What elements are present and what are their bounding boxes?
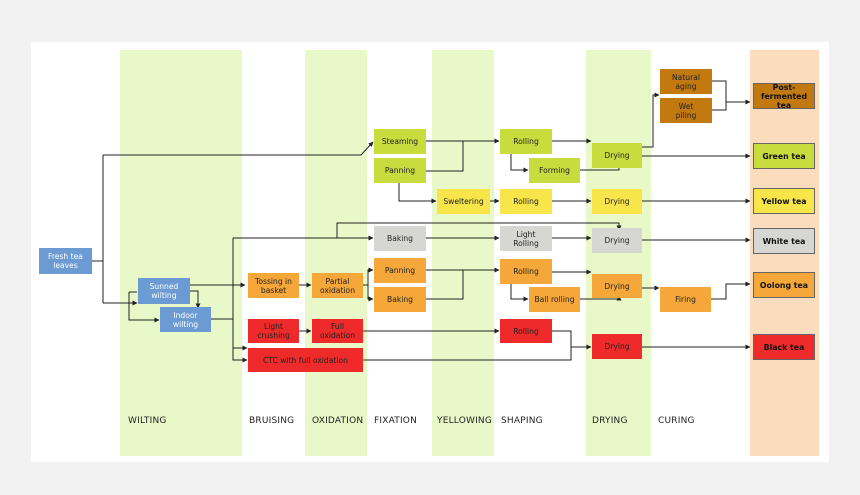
node-sweltering: Sweltering xyxy=(437,189,490,214)
result-white-tea: White tea xyxy=(753,228,815,254)
node-drying-white: Drying xyxy=(592,228,642,253)
stage-label-wilting: WILTING xyxy=(128,416,167,426)
node-sunned-wilting: Sunned wilting xyxy=(138,278,190,304)
node-light-rolling: Light Rolling xyxy=(500,226,552,251)
node-panning-oolong: Panning xyxy=(374,258,426,283)
node-rolling-green: Rolling xyxy=(500,129,552,154)
node-drying-black: Drying xyxy=(592,334,642,359)
result-oolong-tea: Oolong tea xyxy=(753,272,815,298)
stage-label-fixation: FIXATION xyxy=(374,416,418,426)
node-fresh-tea-leaves: Fresh tea leaves xyxy=(39,248,92,274)
stage-label-yellowing: YELLOWING xyxy=(437,416,493,426)
node-rolling-yellow: Rolling xyxy=(500,189,552,214)
node-full-oxidation: Full oxidation xyxy=(312,319,363,343)
stage-label-bruising: BRUISING xyxy=(249,416,295,426)
node-drying-oolong: Drying xyxy=(592,274,642,298)
node-natural-aging: Natural aging xyxy=(660,69,712,94)
tea-processing-diagram: Fresh tea leaves Sunned wilting Indoor w… xyxy=(31,42,829,462)
node-indoor-wilting: Indoor wilting xyxy=(160,307,211,332)
node-ctc-full-oxidation: CTC with full oxidation xyxy=(248,348,363,372)
node-ball-rolling: Ball rolling xyxy=(529,287,580,312)
node-drying-yellow: Drying xyxy=(592,189,642,214)
result-yellow-tea: Yellow tea xyxy=(753,188,815,214)
result-post-fermented-tea: Post- fermented tea xyxy=(753,83,815,110)
node-partial-oxidation: Partial oxidation xyxy=(312,273,363,298)
node-forming: Forming xyxy=(529,158,580,183)
node-light-crushing: Light crushing xyxy=(248,319,299,343)
band-wilting xyxy=(120,50,242,456)
band-drying xyxy=(586,50,651,456)
node-rolling-oolong: Rolling xyxy=(500,259,552,284)
node-steaming: Steaming xyxy=(374,129,426,154)
node-firing: Firing xyxy=(660,287,711,312)
node-rolling-black: Rolling xyxy=(500,319,552,343)
band-oxidation xyxy=(305,50,367,456)
stage-label-oxidation: OXIDATION xyxy=(312,416,364,426)
band-yellowing xyxy=(432,50,494,456)
node-drying-green: Drying xyxy=(592,143,642,168)
stage-label-curing: CURING xyxy=(658,416,695,426)
stage-label-drying: DRYING xyxy=(592,416,628,426)
node-tossing-in-basket: Tossing in basket xyxy=(248,273,299,298)
node-baking-oolong: Baking xyxy=(374,287,426,312)
node-baking-white: Baking xyxy=(374,226,426,251)
result-green-tea: Green tea xyxy=(753,143,815,169)
result-black-tea: Black tea xyxy=(753,334,815,360)
node-wet-piling: Wet piling xyxy=(660,98,712,123)
node-panning-green: Panning xyxy=(374,158,426,183)
stage-label-shaping: SHAPING xyxy=(501,416,543,426)
